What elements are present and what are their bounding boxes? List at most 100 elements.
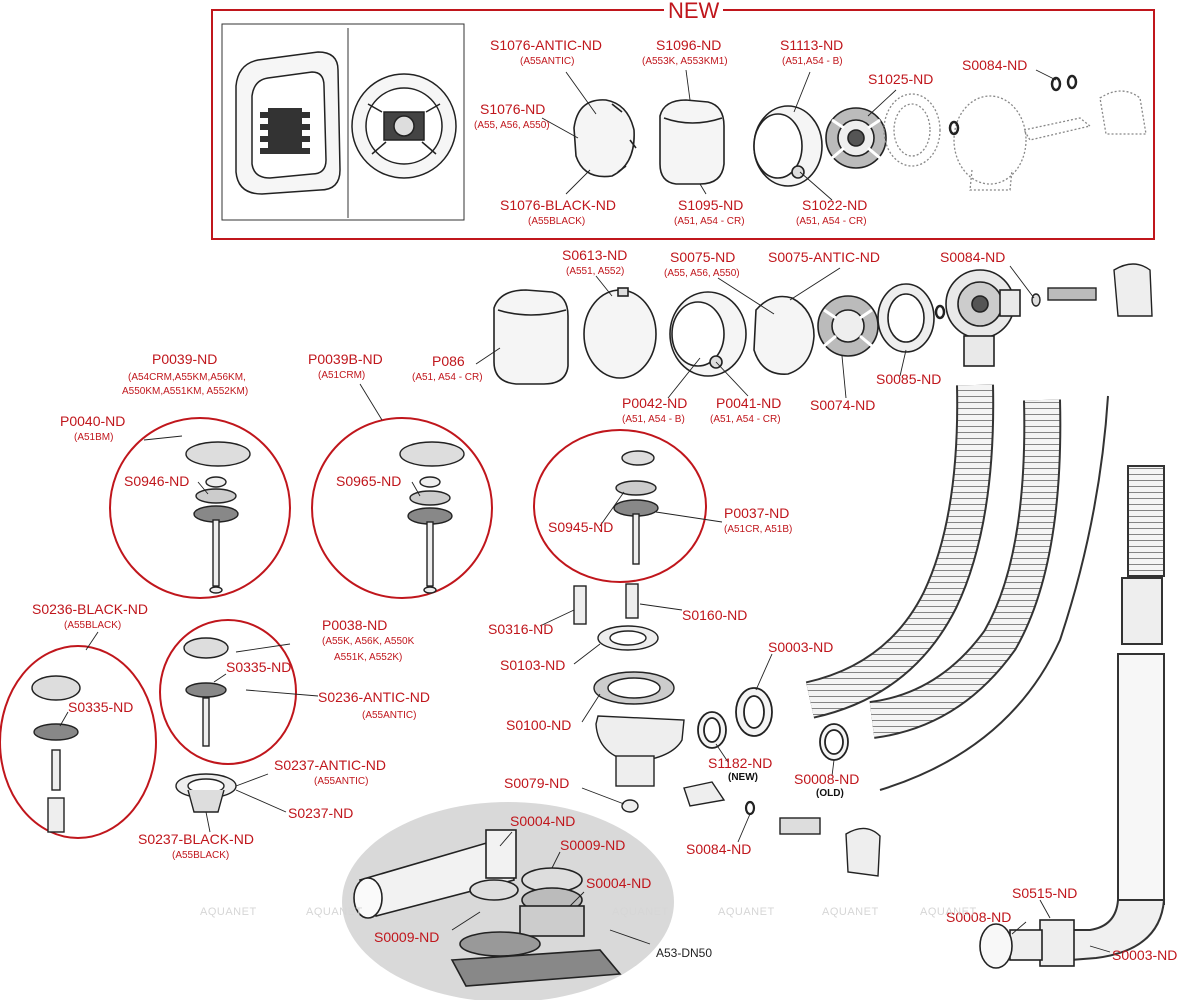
sublabel-s1095: (A51, A54 - CR) — [674, 216, 745, 227]
part-drain-stack — [573, 583, 685, 813]
label-s0003-low: S0003-ND — [1112, 947, 1178, 963]
label-s0084-low: S0084-ND — [686, 841, 752, 857]
circle-p0038 — [159, 619, 297, 765]
pipe-coupler — [1121, 577, 1163, 645]
sublabel-s1076-antic: (A55ANTIC) — [520, 56, 575, 67]
label-s0946: S0946-ND — [124, 473, 190, 489]
sublabel-p0039-2: A550KM,A551KM, A552KM) — [122, 386, 249, 397]
part-s0084-ring-mid — [934, 304, 946, 320]
part-popup-set-3 — [613, 450, 659, 565]
label-s1096: S1096-ND — [656, 37, 722, 53]
sublabel-s0237-antic: (A55ANTIC) — [314, 776, 369, 787]
watermark-1: AQUANET — [200, 906, 257, 918]
label-s0316: S0316-ND — [488, 621, 554, 637]
label-s1076-antic: S1076-ANTIC-ND — [490, 37, 603, 53]
part-overflow-body — [945, 269, 1021, 367]
label-s0515: S0515-ND — [1012, 885, 1078, 901]
label-s0965: S0965-ND — [336, 473, 402, 489]
label-s0335-b: S0335-ND — [68, 699, 134, 715]
sublabel-s0236-antic: (A55ANTIC) — [362, 710, 417, 721]
label-s0100: S0100-ND — [506, 717, 572, 733]
watermark-4: AQUANET — [718, 906, 775, 918]
part-s0085-gasket — [877, 283, 935, 353]
sublabel-p0038-2: A551K, A552K) — [334, 652, 403, 663]
label-s0075: S0075-ND — [670, 249, 736, 265]
sublabel-p0041: (A51, A54 - CR) — [710, 414, 781, 425]
label-p0042: P0042-ND — [622, 395, 688, 411]
sublabel-s0613: (A551, A552) — [566, 266, 625, 277]
label-p0039b: P0039B-ND — [308, 351, 383, 367]
part-p0042-cap — [669, 291, 747, 377]
label-s0237-black: S0237-BLACK-ND — [138, 831, 254, 847]
inset-round-plate — [351, 73, 457, 179]
sublabel-s1022: (A51, A54 - CR) — [796, 216, 867, 227]
label-p0039: P0039-ND — [152, 351, 218, 367]
part-bottom-fittings — [979, 919, 1075, 969]
label-s0084-top: S0084-ND — [962, 57, 1028, 73]
part-popup-set-5 — [31, 675, 81, 833]
watermark-2: AQUANET — [306, 906, 363, 918]
label-s0103: S0103-ND — [500, 657, 566, 673]
sublabel-s1076: (A55, A56, A550) — [474, 120, 550, 131]
label-s0009-a: S0009-ND — [560, 837, 626, 853]
sublabel-p0039-1: (A54CRM,A55KM,A56KM, — [128, 372, 246, 383]
sublabel-p0039b: (A51CRM) — [318, 370, 366, 381]
label-s0085: S0085-ND — [876, 371, 942, 387]
circle-p0040 — [109, 417, 291, 599]
part-bracket — [683, 781, 726, 807]
label-s1113: S1113-ND — [780, 37, 844, 53]
label-s0945: S0945-ND — [548, 519, 614, 535]
inset-square-handle — [235, 51, 341, 195]
watermark-3: AQUANET — [612, 906, 669, 918]
part-overflow-cable-end — [1031, 263, 1153, 317]
part-s1076-cap — [573, 99, 637, 178]
circle-s0236-black — [0, 645, 157, 839]
label-p0037: P0037-ND — [724, 505, 790, 521]
label-s0160: S0160-ND — [682, 607, 748, 623]
sublabel-s0075: (A55, A56, A550) — [664, 268, 740, 279]
label-s0003-mid: S0003-ND — [768, 639, 834, 655]
label-s1076: S1076-ND — [480, 101, 546, 117]
label-p086: P086 — [432, 353, 465, 369]
part-s1113-cap — [753, 105, 823, 187]
label-s0004-b: S0004-ND — [586, 875, 652, 891]
part-popup-set-4 — [183, 637, 229, 747]
part-s0008-ring-mid — [819, 723, 849, 761]
sublabel-s0236-black: (A55BLACK) — [64, 620, 122, 631]
sublabel-p0037: (A51CR, A51B) — [724, 524, 793, 535]
label-s0074: S0074-ND — [810, 397, 876, 413]
label-s0009-b: S0009-ND — [374, 929, 440, 945]
cable — [879, 395, 1109, 791]
inset-frame — [221, 23, 465, 221]
sublabel-s1113: (A51,A54 - B) — [782, 56, 843, 67]
sublabel-s1096: (A553K, A553KM1) — [642, 56, 728, 67]
label-p0040: P0040-ND — [60, 413, 126, 429]
new-section-title: NEW — [664, 0, 724, 24]
part-p086-cap — [493, 289, 569, 385]
part-s0074-plate — [817, 295, 879, 357]
sublabel-s0237-black: (A55BLACK) — [172, 850, 230, 861]
sublabel-p0042: (A51, A54 - B) — [622, 414, 685, 425]
label-s0237-antic: S0237-ANTIC-ND — [274, 757, 387, 773]
part-s0613-cap — [583, 287, 657, 379]
part-s0237-flange — [175, 773, 237, 813]
label-p0038: P0038-ND — [322, 617, 388, 633]
label-s0075-antic: S0075-ANTIC-ND — [768, 249, 881, 265]
part-s1182-nut — [697, 711, 727, 749]
note-s0008-old: (OLD) — [816, 788, 844, 799]
label-s0008-low: S0008-ND — [946, 909, 1012, 925]
part-popup-set-1 — [185, 441, 251, 594]
label-s0237: S0237-ND — [288, 805, 354, 821]
circle-p0039b — [311, 417, 493, 599]
label-s1182: S1182-ND — [708, 755, 773, 771]
part-dotted-gasket-top — [883, 90, 1147, 191]
label-s0004-a: S0004-ND — [510, 813, 576, 829]
label-s0613: S0613-ND — [562, 247, 628, 263]
part-a53-siphon — [353, 829, 622, 987]
label-s0236-black: S0236-BLACK-ND — [32, 601, 148, 617]
part-s0084-rings-top — [948, 74, 1078, 136]
label-s1022: S1022-ND — [802, 197, 868, 213]
pipe-vertical — [1117, 653, 1165, 905]
sublabel-p086: (A51, A54 - CR) — [412, 372, 483, 383]
